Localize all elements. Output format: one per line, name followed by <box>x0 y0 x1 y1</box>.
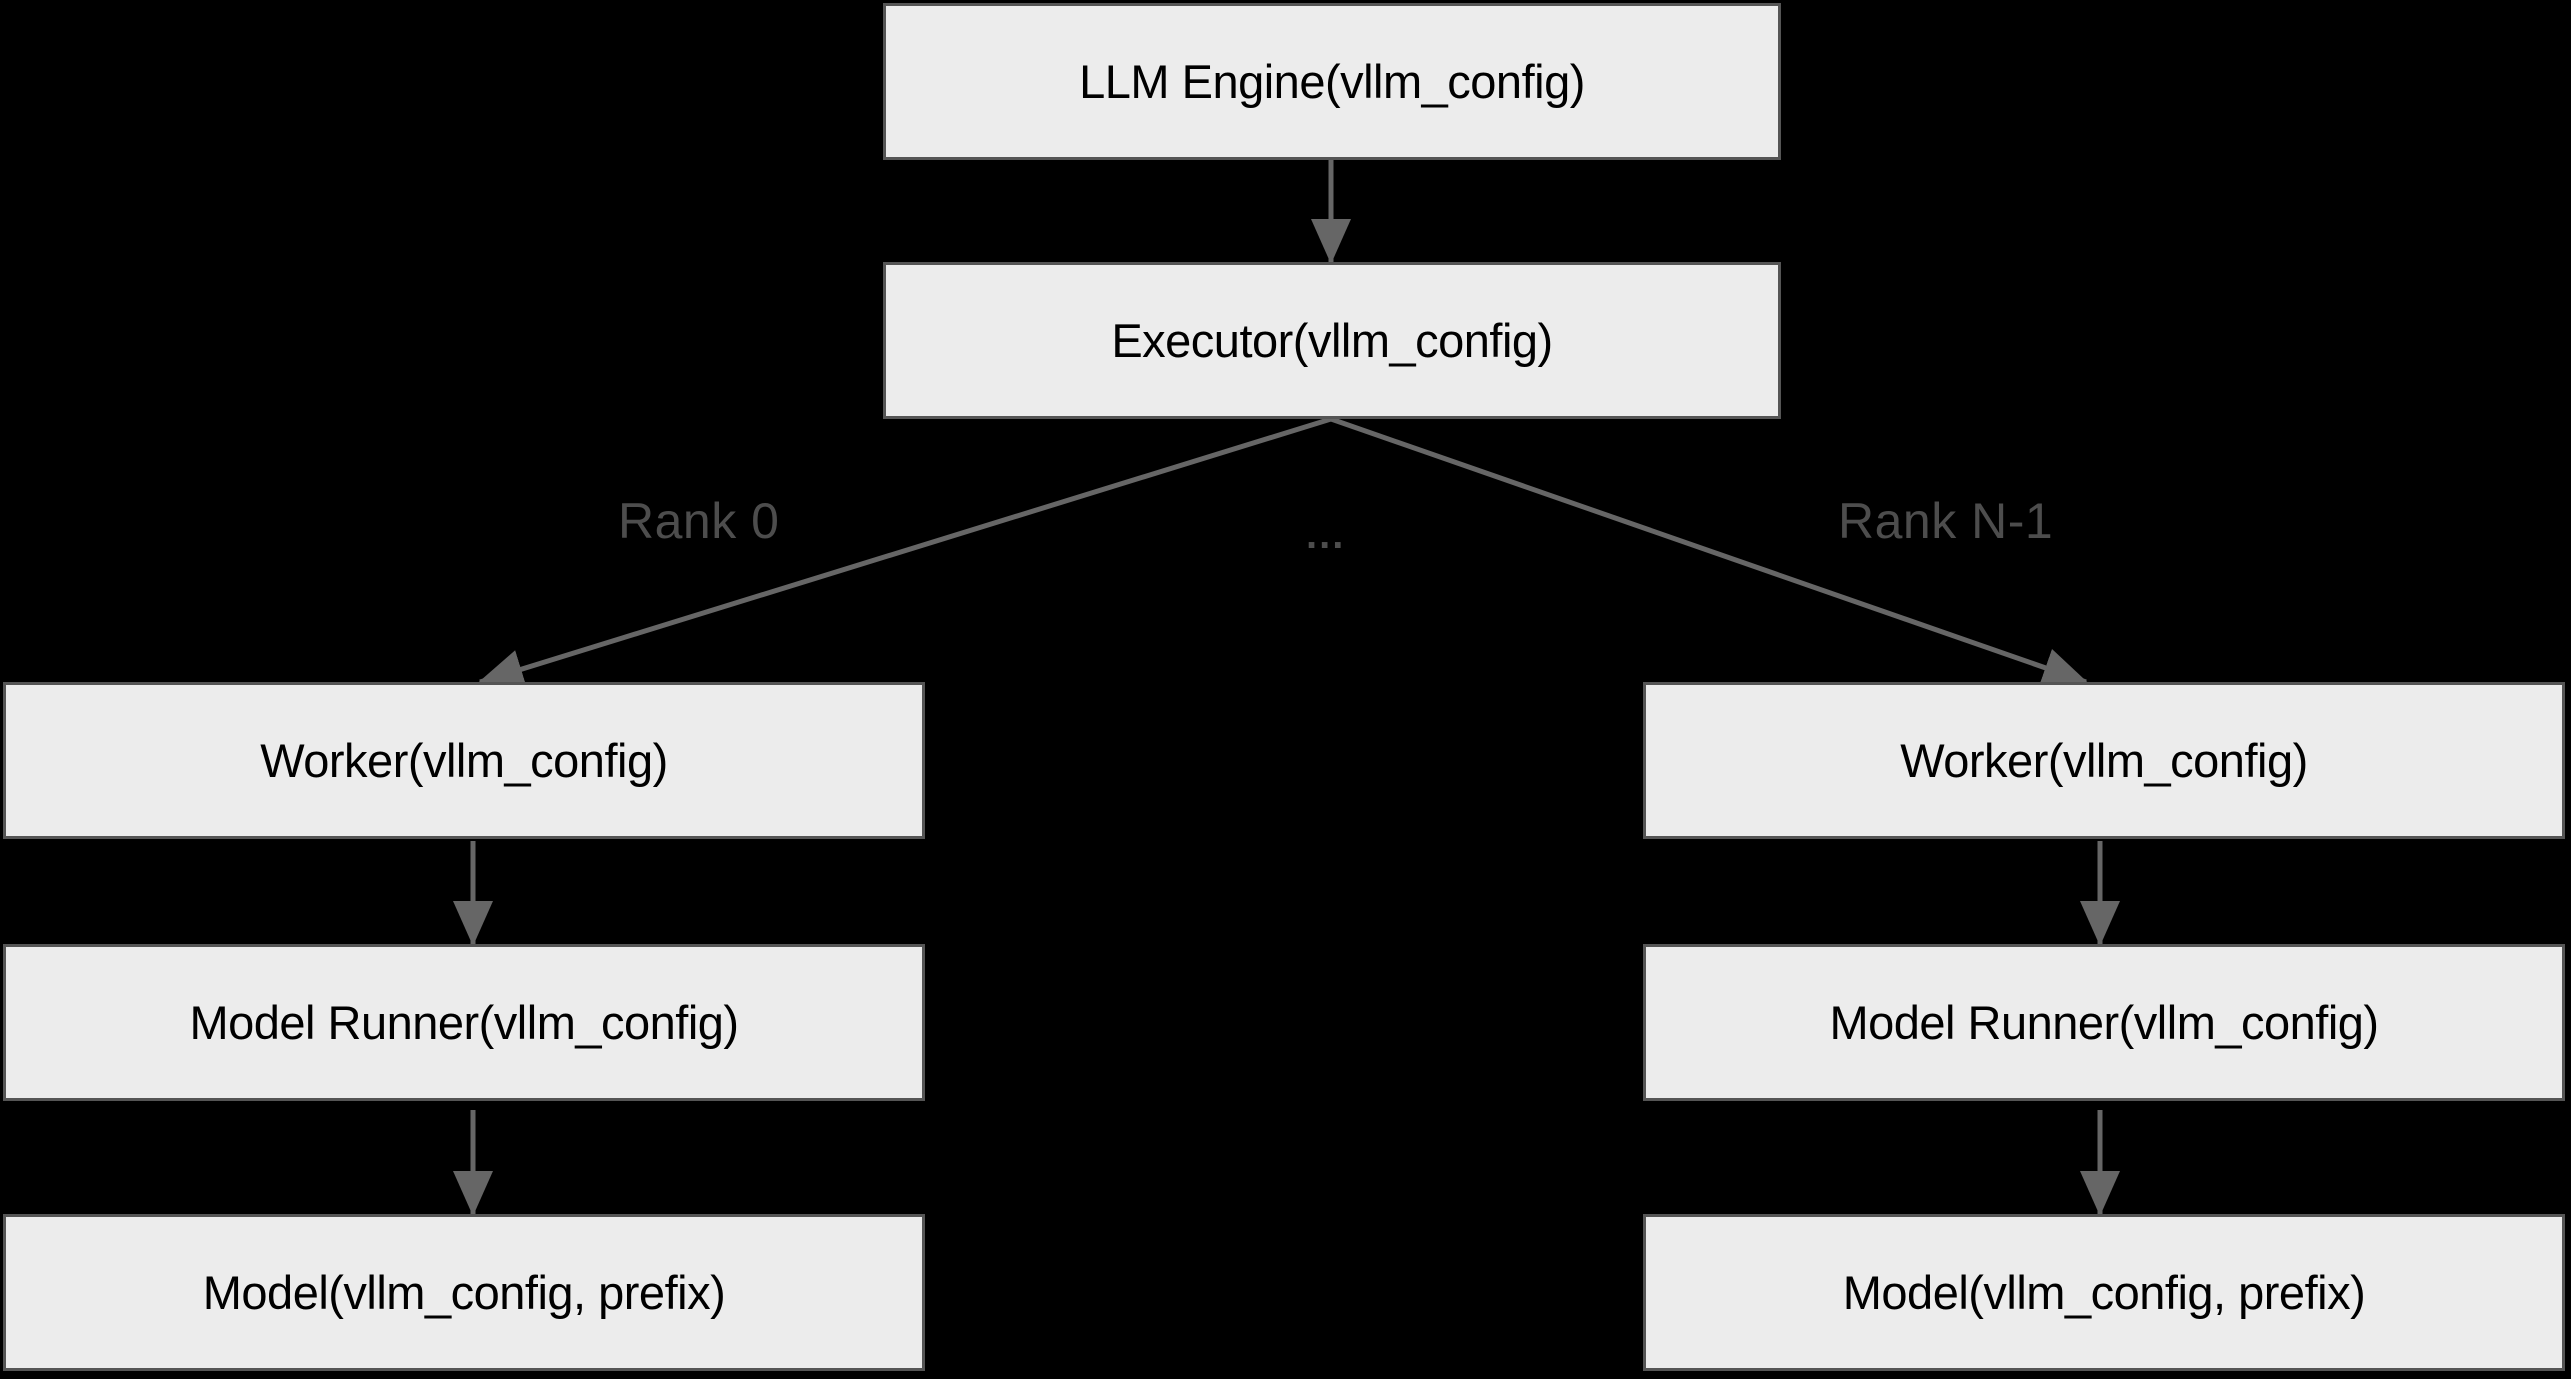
edge-label-rank-ellipsis: ... <box>1306 513 1346 557</box>
node-worker-rankn[interactable]: Worker(vllm_config) <box>1643 682 2565 839</box>
node-model-rank0[interactable]: Model(vllm_config, prefix) <box>3 1214 925 1371</box>
node-model-runner-rank0[interactable]: Model Runner(vllm_config) <box>3 944 925 1101</box>
node-model-runner-rankn[interactable]: Model Runner(vllm_config) <box>1643 944 2565 1101</box>
edge-executor-to-worker-rank0 <box>478 416 1332 689</box>
edge-executor-to-worker-rankn <box>1330 416 2088 687</box>
edge-label-rank-0: Rank 0 <box>618 493 780 549</box>
node-llm-engine[interactable]: LLM Engine(vllm_config) <box>883 3 1781 160</box>
node-model-rankn[interactable]: Model(vllm_config, prefix) <box>1643 1214 2565 1371</box>
node-worker-rank0[interactable]: Worker(vllm_config) <box>3 682 925 839</box>
edge-label-rank-n-1: Rank N-1 <box>1838 493 2054 549</box>
node-executor[interactable]: Executor(vllm_config) <box>883 262 1781 419</box>
